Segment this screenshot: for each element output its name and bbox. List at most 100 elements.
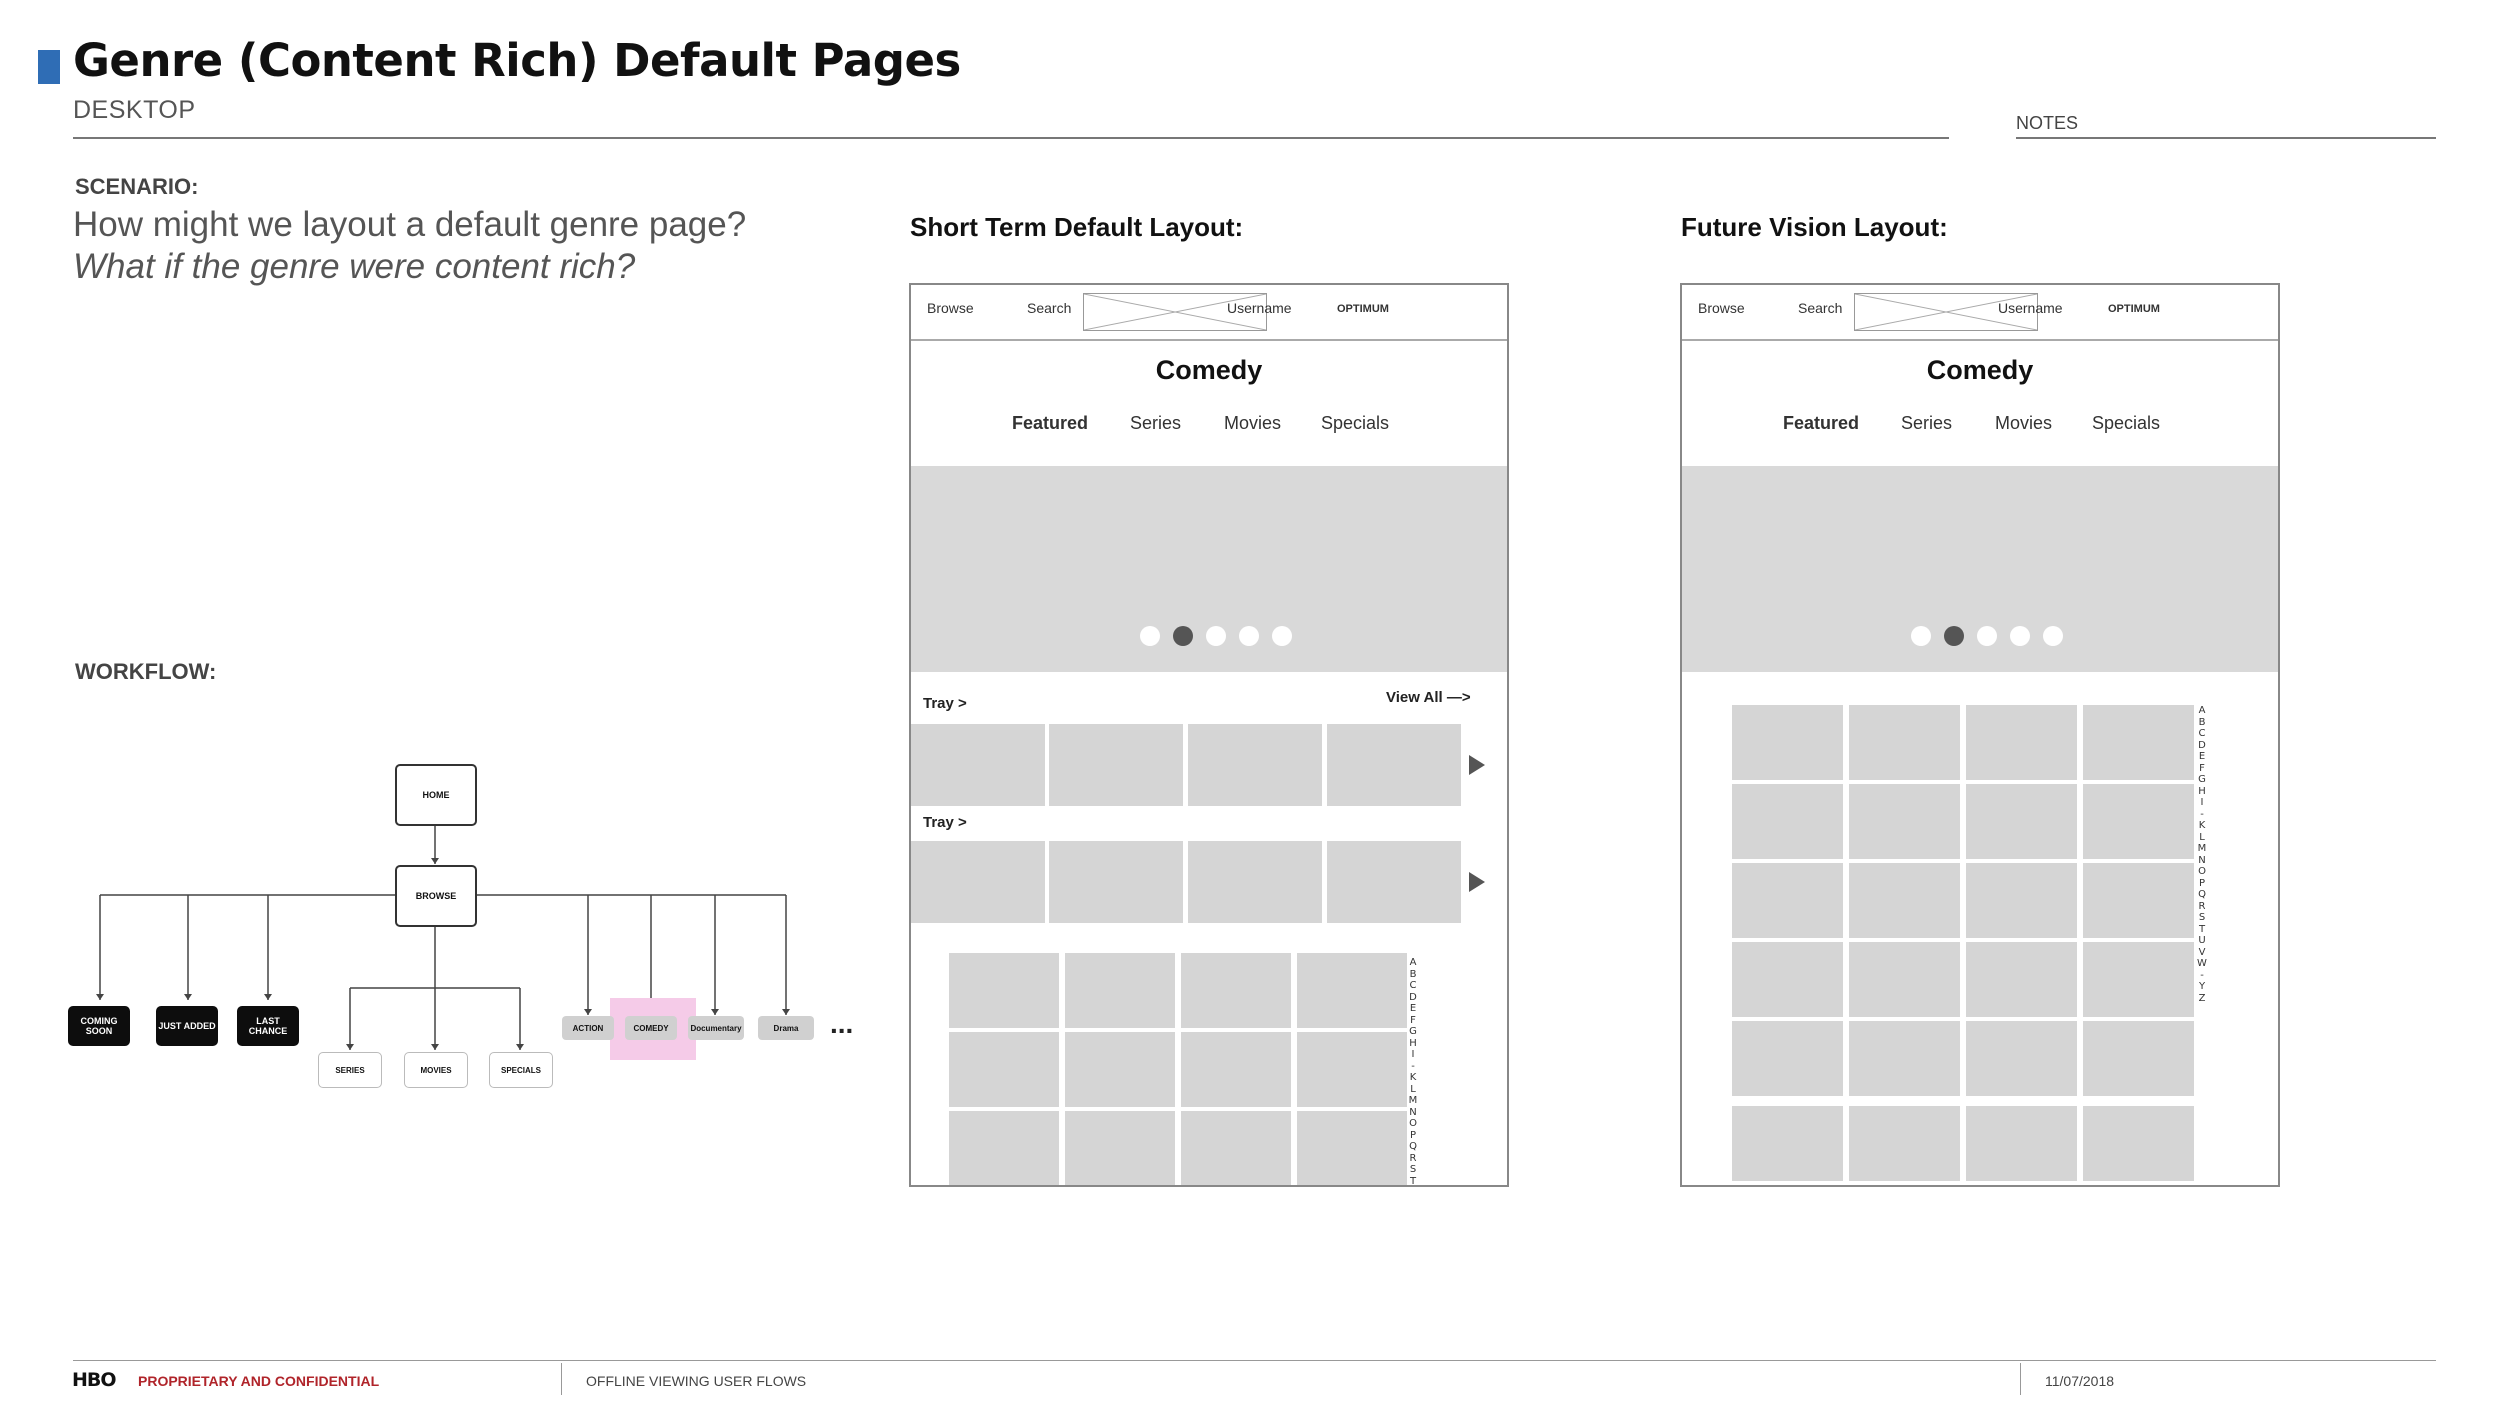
tray-tile[interactable] xyxy=(911,841,1045,923)
alphabet-letter[interactable]: K xyxy=(2198,820,2206,831)
alphabet-letter[interactable]: C xyxy=(1409,980,1417,991)
tab-movies[interactable]: Movies xyxy=(1995,413,2053,433)
grid-tile[interactable] xyxy=(949,953,1059,1028)
grid-tile[interactable] xyxy=(1732,863,1843,938)
nav-browse-link[interactable]: Browse xyxy=(927,300,974,316)
grid-tile[interactable] xyxy=(1297,1032,1407,1107)
tray-label[interactable]: Tray > xyxy=(923,695,967,712)
tab-series[interactable]: Series xyxy=(1130,413,1182,433)
grid-tile[interactable] xyxy=(1966,1106,2077,1181)
alphabet-letter[interactable]: M xyxy=(2197,843,2207,854)
movies-node[interactable]: MOVIES xyxy=(404,1052,468,1088)
alphabet-letter[interactable]: S xyxy=(1409,1164,1417,1175)
tab-featured[interactable]: Featured xyxy=(1012,413,1089,433)
alphabet-letter[interactable]: - xyxy=(1411,1060,1415,1072)
grid-tile[interactable] xyxy=(2083,863,2194,938)
action-node[interactable]: ACTION xyxy=(562,1016,614,1040)
grid-tile[interactable] xyxy=(1065,953,1175,1028)
tray-label[interactable]: Tray > xyxy=(923,814,967,831)
tray-tile[interactable] xyxy=(1188,724,1322,806)
tray-tile[interactable] xyxy=(1327,724,1461,806)
grid-tile[interactable] xyxy=(1181,1111,1291,1185)
alphabet-letter[interactable]: R xyxy=(1409,1152,1417,1164)
nav-search-link[interactable]: Search xyxy=(1027,300,1072,316)
alphabet-letter[interactable]: A xyxy=(1409,957,1417,968)
grid-tile[interactable] xyxy=(2083,1106,2194,1181)
grid-tile[interactable] xyxy=(2083,705,2194,780)
grid-tile[interactable] xyxy=(1849,942,1960,1017)
grid-tile[interactable] xyxy=(1849,1021,1960,1096)
nav-username[interactable]: Username xyxy=(1227,300,1292,316)
alphabet-letter[interactable]: Z xyxy=(2198,992,2206,1004)
alphabet-letter[interactable]: D xyxy=(2198,739,2206,751)
grid-tile[interactable] xyxy=(1732,784,1843,859)
grid-tile[interactable] xyxy=(1966,942,2077,1017)
alphabet-letter[interactable]: N xyxy=(1409,1106,1417,1118)
drama-node[interactable]: Drama xyxy=(758,1016,814,1040)
carousel-dot[interactable] xyxy=(1239,626,1259,646)
grid-tile[interactable] xyxy=(1181,1032,1291,1107)
nav-search-link[interactable]: Search xyxy=(1798,300,1843,316)
alphabet-letter[interactable]: H xyxy=(2198,785,2206,797)
alphabet-letter[interactable]: Y xyxy=(2198,981,2206,992)
tray-tile[interactable] xyxy=(1327,841,1461,923)
alphabet-letter[interactable]: K xyxy=(1409,1072,1417,1083)
alphabet-letter[interactable]: L xyxy=(1410,1083,1416,1095)
tray-next-arrow-icon[interactable] xyxy=(1469,755,1485,775)
grid-tile[interactable] xyxy=(1966,705,2077,780)
nav-username[interactable]: Username xyxy=(1998,300,2063,316)
tray-next-arrow-icon[interactable] xyxy=(1469,872,1485,892)
alphabet-letter[interactable]: F xyxy=(2199,762,2205,774)
comedy-node[interactable]: COMEDY xyxy=(625,1016,677,1040)
grid-tile[interactable] xyxy=(1297,953,1407,1028)
nav-browse-link[interactable]: Browse xyxy=(1698,300,1745,316)
grid-tile[interactable] xyxy=(1849,1106,1960,1181)
grid-tile[interactable] xyxy=(1966,1021,2077,1096)
alphabet-letter[interactable]: A xyxy=(2198,705,2206,716)
tab-series[interactable]: Series xyxy=(1901,413,1953,433)
alphabet-letter[interactable]: Q xyxy=(2198,889,2206,900)
grid-tile[interactable] xyxy=(949,1111,1059,1185)
grid-tile[interactable] xyxy=(1732,942,1843,1017)
tray-tile[interactable] xyxy=(1049,724,1183,806)
view-all-link[interactable]: View All —> xyxy=(1386,689,1471,706)
grid-tile[interactable] xyxy=(1065,1111,1175,1185)
alphabet-letter[interactable]: I xyxy=(1411,1049,1415,1060)
grid-tile[interactable] xyxy=(1065,1032,1175,1107)
alphabet-letter[interactable]: O xyxy=(1409,1118,1417,1129)
alphabet-letter[interactable]: T xyxy=(2198,923,2206,935)
carousel-dot[interactable] xyxy=(1977,626,1997,646)
grid-tile[interactable] xyxy=(2083,942,2194,1017)
grid-tile[interactable] xyxy=(1966,784,2077,859)
alphabet-letter[interactable]: E xyxy=(1409,1003,1417,1014)
alphabet-letter[interactable]: B xyxy=(1409,968,1417,980)
tray-tile[interactable] xyxy=(1049,841,1183,923)
carousel-dot[interactable] xyxy=(1206,626,1226,646)
grid-tile[interactable] xyxy=(2083,1021,2194,1096)
grid-tile[interactable] xyxy=(1849,705,1960,780)
alphabet-letter[interactable]: I xyxy=(2200,797,2204,808)
coming-soon-node[interactable]: COMING SOON xyxy=(68,1006,130,1046)
documentary-node[interactable]: Documentary xyxy=(688,1016,744,1040)
alphabet-letter[interactable]: U xyxy=(2198,935,2206,946)
alphabet-letter[interactable]: G xyxy=(2198,774,2206,785)
carousel-dot[interactable] xyxy=(1272,626,1292,646)
grid-tile[interactable] xyxy=(1732,1106,1843,1181)
hero-carousel[interactable] xyxy=(1682,466,2278,672)
alphabet-letter[interactable]: C xyxy=(2198,728,2206,739)
grid-tile[interactable] xyxy=(1966,863,2077,938)
tray-tile[interactable] xyxy=(911,724,1045,806)
carousel-dot[interactable] xyxy=(1911,626,1931,646)
alphabet-letter[interactable]: O xyxy=(2198,866,2206,877)
alphabet-letter[interactable]: V xyxy=(2198,946,2206,958)
alphabet-letter[interactable]: P xyxy=(2198,877,2206,889)
grid-tile[interactable] xyxy=(1732,705,1843,780)
alphabet-letter[interactable]: - xyxy=(2200,808,2204,820)
alphabet-letter[interactable]: - xyxy=(2200,969,2204,981)
hero-carousel[interactable] xyxy=(911,466,1507,672)
alphabet-letter[interactable]: G xyxy=(1409,1026,1417,1037)
alphabet-letter[interactable]: P xyxy=(1409,1129,1417,1141)
grid-tile[interactable] xyxy=(1297,1111,1407,1185)
